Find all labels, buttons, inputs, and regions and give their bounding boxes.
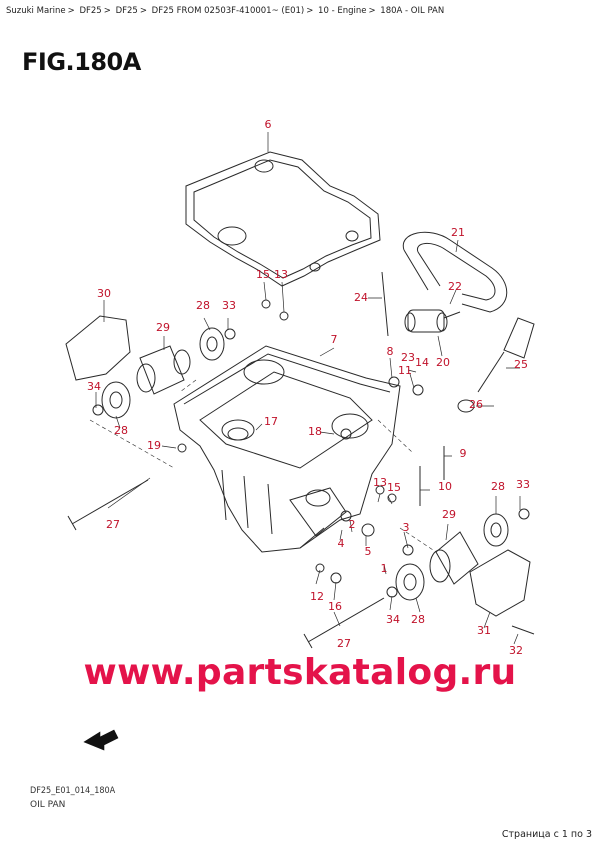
plug-part	[340, 510, 352, 522]
screw-part	[177, 443, 187, 453]
part-callout[interactable]: 28	[114, 424, 128, 437]
bushing-part	[101, 381, 131, 419]
part-callout[interactable]: 13	[373, 476, 387, 489]
figure-name: OIL PAN	[30, 800, 66, 810]
breadcrumb-separator: >	[368, 6, 376, 16]
nut-part	[224, 328, 236, 340]
part-callout[interactable]: 5	[365, 545, 372, 558]
bracket-part	[65, 315, 131, 381]
bolt-head-part	[330, 572, 342, 584]
part-callout[interactable]: 28	[196, 299, 210, 312]
bolt-part	[511, 625, 535, 635]
part-callout[interactable]: 14	[415, 356, 429, 369]
washer-part	[387, 493, 397, 503]
figure-code: DF25_E01_014_180A	[30, 786, 116, 796]
dipstick-part	[381, 271, 389, 337]
fitting-part	[404, 309, 461, 333]
part-callout[interactable]: 11	[398, 364, 412, 377]
part-callout[interactable]: 18	[308, 425, 322, 438]
oil-pan-part	[173, 345, 401, 553]
part-callout[interactable]: 10	[438, 480, 452, 493]
part-callout[interactable]: 25	[514, 358, 528, 371]
breadcrumb: Suzuki Marine> DF25> DF25> DF25 FROM 025…	[6, 6, 444, 16]
part-callout[interactable]: 29	[442, 508, 456, 521]
mount-left-part	[136, 345, 191, 395]
bushing-part	[395, 563, 425, 601]
part-callout[interactable]: 9	[460, 447, 467, 460]
washer-part	[279, 311, 289, 321]
part-callout[interactable]: 1	[381, 562, 388, 575]
long-bolt-part	[67, 479, 149, 531]
part-callout[interactable]: 2	[349, 518, 356, 531]
part-callout[interactable]: 22	[448, 280, 462, 293]
breadcrumb-separator: >	[306, 6, 314, 16]
fwd-arrow-icon	[83, 729, 119, 751]
washer-part	[340, 428, 352, 440]
screw-part	[261, 299, 271, 309]
page-indicator: Страница с 1 по 3	[501, 829, 592, 840]
o-ring-part	[361, 523, 375, 537]
part-callout[interactable]: 13	[274, 268, 288, 281]
part-callout[interactable]: 15	[387, 481, 401, 494]
part-callout[interactable]: 28	[411, 613, 425, 626]
o-ring-part	[457, 399, 475, 413]
breadcrumb-separator: >	[103, 6, 111, 16]
part-callout[interactable]: 19	[147, 439, 161, 452]
part-callout[interactable]: 27	[106, 518, 120, 531]
watermark: www.partskatalog.ru	[83, 652, 517, 693]
bracket-part	[469, 549, 531, 617]
part-callout[interactable]: 24	[354, 291, 368, 304]
breadcrumb-separator: >	[67, 6, 75, 16]
part-callout[interactable]: 34	[386, 613, 400, 626]
breadcrumb-item[interactable]: DF25 FROM 02503F-410001~ (E01)	[151, 6, 305, 16]
part-callout[interactable]: 26	[469, 398, 483, 411]
mount-right-part	[429, 531, 479, 585]
part-callout[interactable]: 6	[265, 118, 272, 131]
washer-part	[315, 563, 325, 573]
part-callout[interactable]: 7	[331, 333, 338, 346]
long-bolt-part	[303, 597, 385, 649]
part-callout[interactable]: 23	[401, 351, 415, 364]
part-callout[interactable]: 29	[156, 321, 170, 334]
bushing-part	[483, 513, 509, 547]
breadcrumb-item[interactable]: 10 - Engine	[318, 6, 367, 16]
washer-part	[386, 586, 398, 598]
part-callout[interactable]: 3	[403, 521, 410, 534]
part-callout[interactable]: 20	[436, 356, 450, 369]
plug-part	[412, 384, 424, 396]
part-callout[interactable]: 16	[328, 600, 342, 613]
part-callout[interactable]: 30	[97, 287, 111, 300]
bushing-part	[199, 327, 225, 361]
part-callout[interactable]: 8	[387, 345, 394, 358]
washer-part	[92, 404, 104, 416]
breadcrumb-item[interactable]: DF25	[79, 6, 102, 16]
nut-part	[402, 544, 414, 556]
part-callout[interactable]: 31	[477, 624, 491, 637]
part-callout[interactable]: 21	[451, 226, 465, 239]
part-callout[interactable]: 4	[338, 537, 345, 550]
part-callout[interactable]: 15	[256, 268, 270, 281]
oil-filler-part	[477, 317, 535, 393]
screw-part	[375, 485, 385, 495]
part-callout[interactable]: 33	[516, 478, 530, 491]
part-callout[interactable]: 27	[337, 637, 351, 650]
plug-part	[388, 376, 400, 388]
breadcrumb-separator: >	[139, 6, 147, 16]
hose-part	[402, 231, 508, 313]
breadcrumb-item[interactable]: DF25	[115, 6, 138, 16]
breadcrumb-item[interactable]: Suzuki Marine	[6, 6, 66, 16]
part-callout[interactable]: 33	[222, 299, 236, 312]
figure-title: FIG.180A	[22, 48, 141, 76]
part-callout[interactable]: 32	[509, 644, 523, 657]
gasket-part	[185, 151, 381, 287]
nut-part	[518, 508, 530, 520]
part-callout[interactable]: 28	[491, 480, 505, 493]
part-callout[interactable]: 12	[310, 590, 324, 603]
part-callout[interactable]: 17	[264, 415, 278, 428]
breadcrumb-current: 180A - OIL PAN	[380, 6, 445, 16]
part-callout[interactable]: 34	[87, 380, 101, 393]
